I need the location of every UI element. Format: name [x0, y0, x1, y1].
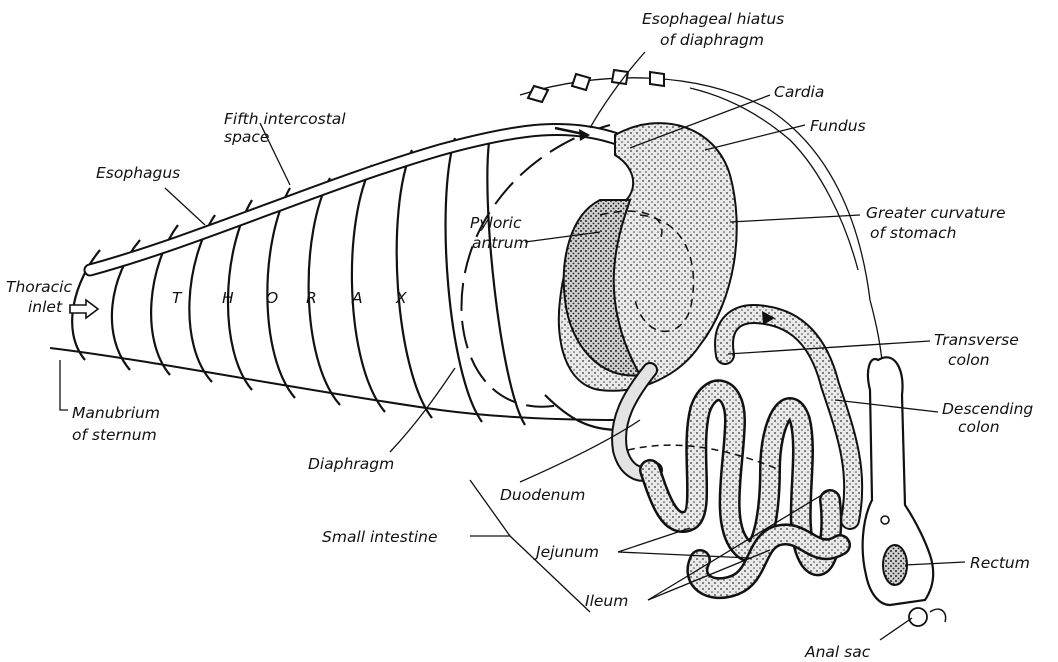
- label-small-intestine: Small intestine: [322, 528, 438, 546]
- label-rectum: Rectum: [970, 554, 1030, 572]
- label-esophageal-hiatus: Esophageal hiatus: [642, 10, 784, 28]
- esophagus-lumen: [90, 129, 620, 270]
- label-ileum: Ileum: [585, 592, 628, 610]
- label-fifth-intercostal-line2: space: [224, 128, 269, 146]
- label-thorax-r: R: [306, 289, 317, 307]
- label-thorax-h: H: [222, 289, 234, 307]
- label-transverse: Transverse: [934, 331, 1019, 349]
- label-transverse-colon: colon: [948, 351, 990, 369]
- label-duodenum: Duodenum: [500, 486, 585, 504]
- tail-stub: [930, 609, 946, 622]
- label-fifth-intercostal: Fifth intercostal: [224, 110, 346, 128]
- label-esophagus: Esophagus: [96, 164, 180, 182]
- small-intestine-coils: [628, 390, 840, 588]
- label-anal-sac: Anal sac: [804, 643, 871, 661]
- label-cardia: Cardia: [774, 83, 824, 101]
- label-thorax-x: X: [395, 289, 407, 307]
- label-thorax-o: O: [266, 289, 278, 307]
- label-greater-curvature-line2: of stomach: [870, 224, 956, 242]
- label-esophageal-hiatus-line2: of diaphragm: [660, 31, 764, 49]
- label-descending: Descending: [942, 400, 1033, 418]
- anal-sac: [909, 608, 927, 626]
- label-thoracic: Thoracic: [6, 278, 72, 296]
- label-manubrium: Manubrium: [72, 404, 160, 422]
- label-thorax-a: A: [351, 289, 363, 307]
- label-antrum: antrum: [472, 234, 529, 252]
- label-diaphragm: Diaphragm: [308, 455, 394, 473]
- label-of-sternum: of sternum: [72, 426, 157, 444]
- rectum: [883, 545, 907, 585]
- label-fundus: Fundus: [810, 117, 866, 135]
- label-greater-curvature: Greater curvature: [866, 204, 1006, 222]
- label-inlet: inlet: [28, 298, 63, 316]
- label-descending-colon: colon: [958, 418, 1000, 436]
- dorsal-vertebrae: [528, 70, 664, 102]
- label-pyloric: Pyloric: [470, 214, 522, 232]
- label-thorax-t: T: [172, 289, 183, 307]
- label-jejunum: Jejunum: [533, 543, 599, 561]
